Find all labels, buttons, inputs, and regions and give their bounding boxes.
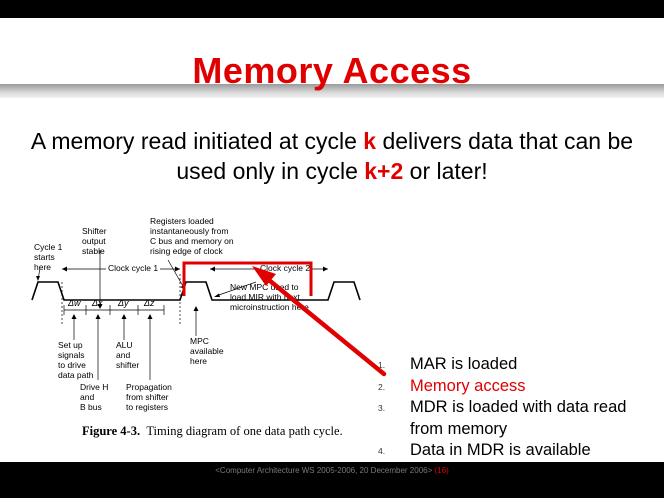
clock-waveform	[31, 281, 361, 301]
label-clock-cycle-1: Clock cycle 1	[106, 263, 161, 273]
steps-list: 1.MAR is loaded 2.Memory access 3.MDR is…	[378, 354, 648, 462]
label-drive-h: Drive H and B bus	[80, 382, 109, 412]
label-clock-cycle-2: Clock cycle 2	[258, 263, 313, 273]
delta-markers	[61, 274, 181, 324]
label-delta-w: Δw	[68, 298, 81, 308]
label-alu-shifter: ALU and shifter	[116, 340, 140, 370]
title-underline-bar	[0, 84, 664, 98]
slide-title: Memory Access	[192, 50, 472, 91]
statement-part-3: or later!	[403, 158, 488, 184]
statement-part-1: A memory read initiated at cycle	[30, 128, 364, 154]
phase-arrows	[73, 308, 197, 380]
statement-cycle-k2: k+2	[364, 158, 404, 184]
label-cycle1-starts: Cycle 1 starts here	[34, 242, 63, 272]
label-set-up-signals: Set up signals to drive data path	[58, 340, 94, 380]
label-delta-x: Δx	[92, 298, 103, 308]
figure-caption-number: Figure 4-3.	[82, 424, 141, 438]
slide: Memory Access A memory read initiated at…	[0, 18, 664, 462]
step-item: 3.MDR is loaded with data read from memo…	[378, 398, 627, 438]
page-number: (16)	[434, 466, 449, 475]
label-registers-loaded: Registers loaded instantaneously from C …	[150, 216, 234, 256]
figure-caption-text: Timing diagram of one data path cycle.	[146, 424, 343, 438]
statement-part-2: delivers data that can be used only in c…	[176, 128, 634, 184]
slide-footer: <Computer Architecture WS 2005-2006, 20 …	[0, 466, 664, 475]
label-shifter-stable: Shifter output stable	[82, 226, 107, 256]
label-new-mpc: New MPC used to load MIR with next micro…	[230, 282, 309, 312]
step-item: 4.Data in MDR is available	[378, 441, 591, 459]
label-propagation: Propagation from shifter to registers	[126, 382, 172, 412]
timing-diagram-figure: Cycle 1 starts here Shifter output stabl…	[20, 204, 370, 454]
slide-statement: A memory read initiated at cycle k deliv…	[20, 126, 644, 186]
step-item-highlighted: 2.Memory access	[378, 376, 526, 395]
step-item: 1.MAR is loaded	[378, 355, 518, 373]
label-mpc-available: MPC available here	[190, 336, 224, 366]
footer-text: <Computer Architecture WS 2005-2006, 20 …	[215, 466, 433, 475]
statement-cycle-k: k	[363, 128, 377, 154]
label-delta-y: Δy	[118, 298, 129, 308]
figure-caption: Figure 4-3. Timing diagram of one data p…	[82, 424, 343, 439]
label-delta-z: Δz	[144, 298, 155, 308]
